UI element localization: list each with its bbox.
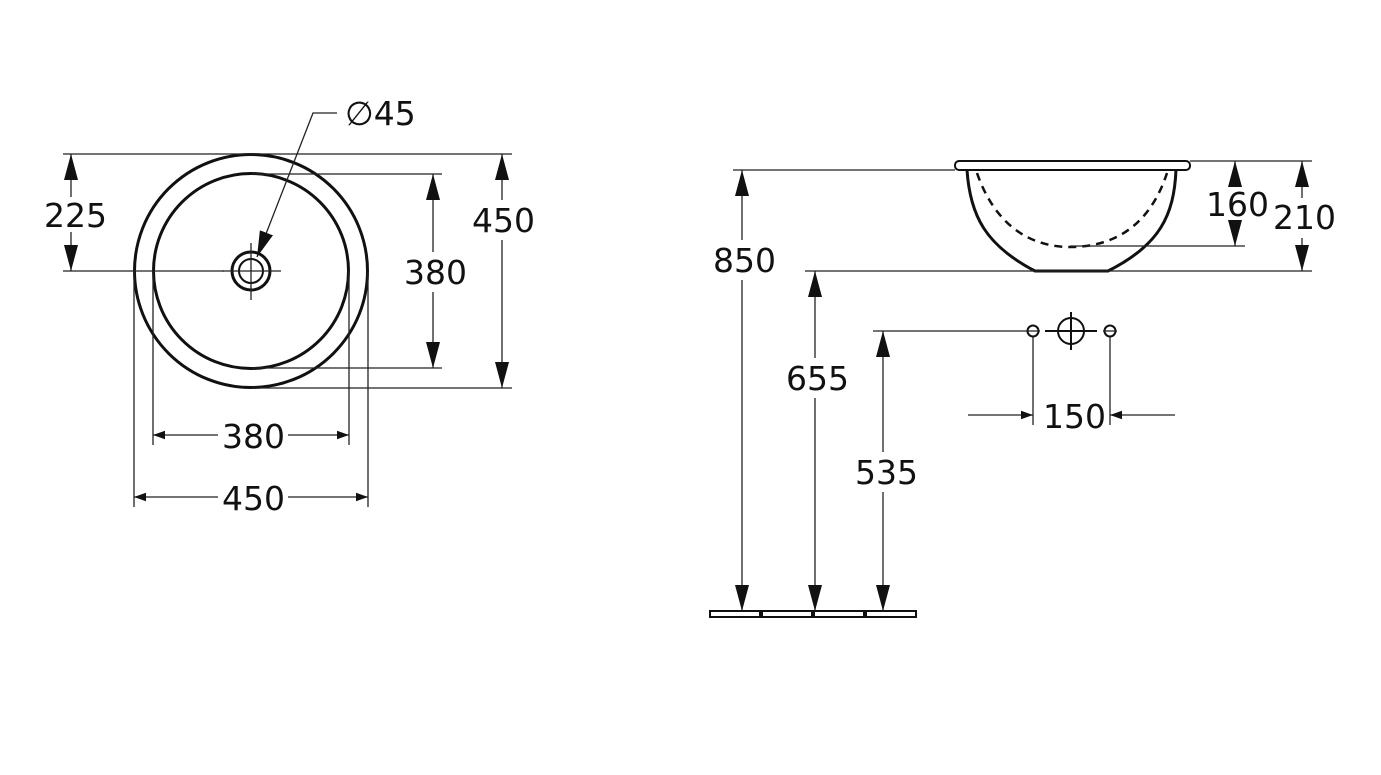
basin-rim bbox=[954, 160, 1191, 171]
dim-outer-height: 450 bbox=[472, 201, 535, 240]
tap-hole-left-icon bbox=[1026, 324, 1040, 338]
dim-inner-width: 380 bbox=[222, 417, 285, 456]
dim-floor-to-tap-holes: 535 bbox=[855, 453, 918, 492]
drain-icon bbox=[222, 243, 281, 300]
drain-diameter-label: ∅45 bbox=[345, 94, 416, 133]
basin-inner-dashed bbox=[975, 172, 1169, 249]
tap-hole-center-icon bbox=[1045, 312, 1097, 350]
drain-leader-line bbox=[256, 112, 337, 258]
side-view: 160 210 850 655 535 bbox=[709, 160, 1336, 618]
dim-floor-to-rim: 850 bbox=[713, 241, 776, 280]
dim-outer-width: 450 bbox=[222, 479, 285, 518]
dim-floor-to-bottom: 655 bbox=[786, 359, 849, 398]
floor-line bbox=[709, 610, 917, 618]
dim-inner-height: 380 bbox=[404, 253, 467, 292]
tap-hole-right-icon bbox=[1103, 324, 1117, 338]
dim-drain-offset: 225 bbox=[44, 196, 107, 235]
plan-view: ∅45 225 450 380 380 450 bbox=[44, 94, 535, 518]
basin-bowl bbox=[965, 169, 1178, 273]
dim-tap-hole-spacing: 150 bbox=[1043, 397, 1106, 436]
dim-total-height: 210 bbox=[1273, 198, 1336, 237]
dim-bowl-depth: 160 bbox=[1206, 185, 1269, 224]
